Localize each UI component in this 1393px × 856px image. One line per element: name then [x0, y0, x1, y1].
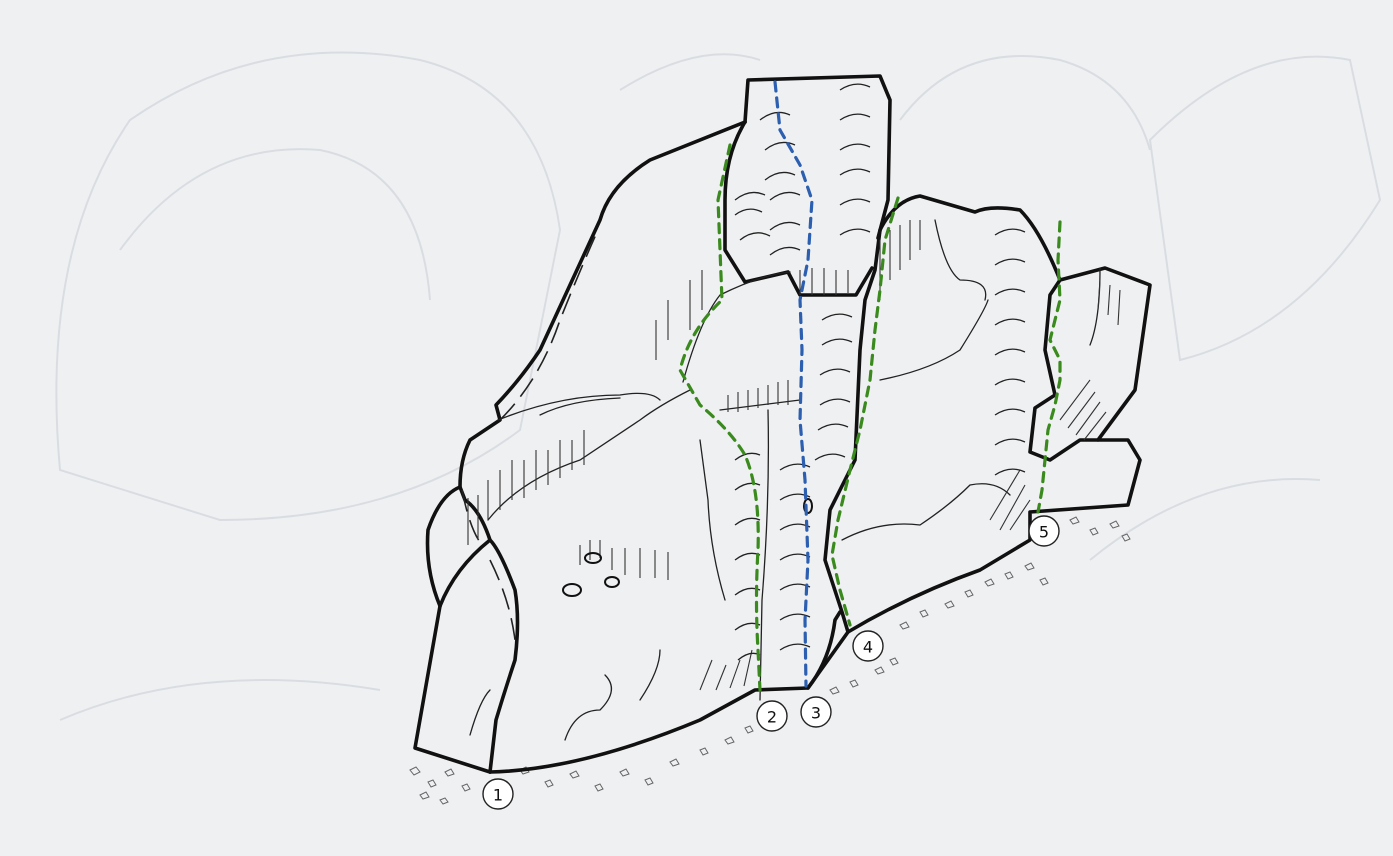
route-2-marker: 2 — [757, 701, 787, 731]
route-2-number: 2 — [767, 708, 777, 727]
route-lines — [680, 82, 1060, 690]
rock-arc-texture — [735, 84, 1025, 660]
route-4-line — [832, 198, 898, 625]
gravel-base — [410, 517, 1130, 804]
rock-outline — [415, 76, 1150, 772]
route-2-line — [680, 145, 760, 690]
rock-details — [462, 220, 1100, 740]
route-4-number: 4 — [863, 638, 873, 657]
route-1-number: 1 — [493, 786, 503, 805]
route-5-number: 5 — [1039, 523, 1049, 542]
route-markers: 1 2 3 4 5 — [483, 516, 1059, 809]
route-5-marker: 5 — [1029, 516, 1059, 546]
route-1-marker: 1 — [483, 779, 513, 809]
background-faint-sketch — [56, 53, 1380, 721]
route-3-marker: 3 — [801, 697, 831, 727]
route-4-marker: 4 — [853, 631, 883, 661]
route-3-number: 3 — [811, 704, 821, 723]
